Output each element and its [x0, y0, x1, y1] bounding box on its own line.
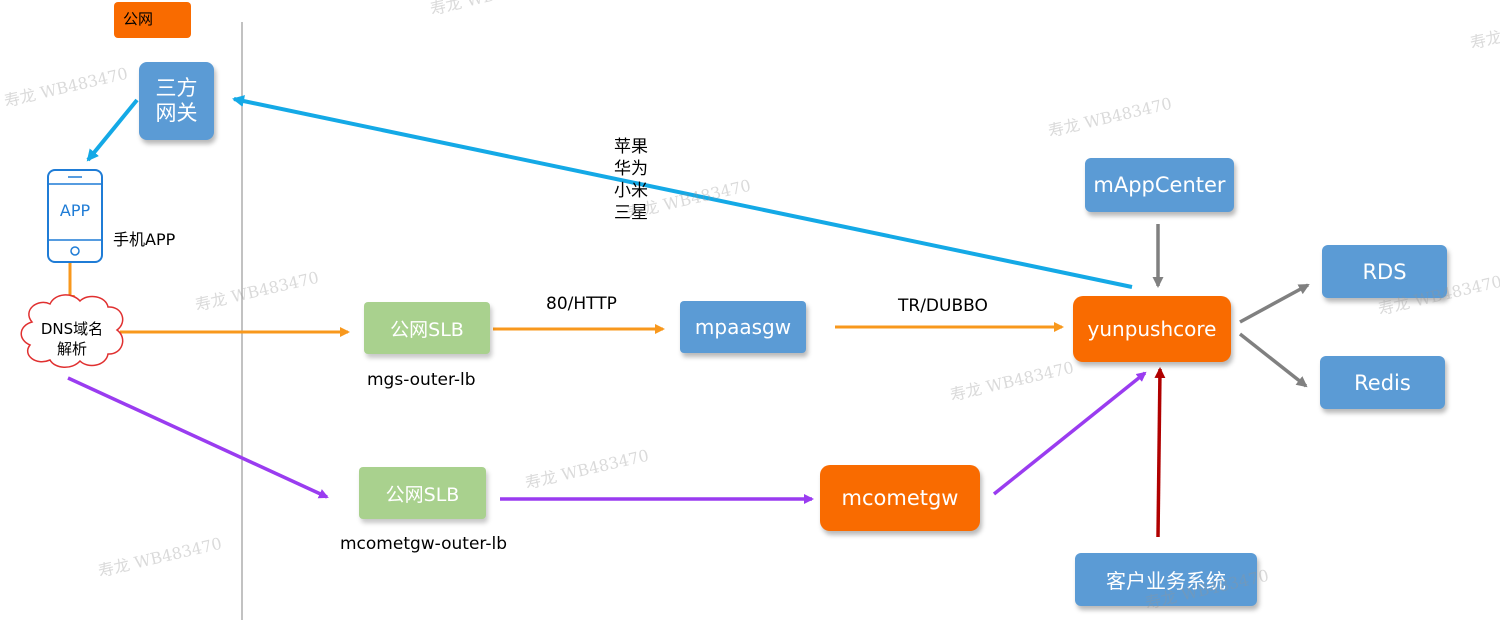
http-edge-label: 80/HTTP [546, 294, 617, 314]
yunpushcore-node[interactable]: yunpushcore [1073, 296, 1231, 362]
push-vendors-label: 苹果 华为 小米 三星 [614, 137, 648, 223]
mpaasgw-label: mpaasgw [694, 315, 792, 339]
arrow-push-to-gateway [232, 95, 1133, 289]
slb-top-caption: mgs-outer-lb [367, 370, 476, 390]
public-network-tag-text: 公网 [123, 10, 154, 28]
customer-business-system-label: 客户业务系统 [1106, 569, 1226, 593]
slb-bottom-node[interactable]: 公网SLB [359, 467, 486, 519]
customer-business-system-node[interactable]: 客户业务系统 [1075, 553, 1257, 606]
mcometgw-label: mcometgw [841, 486, 959, 510]
phone-app-screen-text: APP [59, 201, 91, 220]
dns-resolve-label: DNS域名 解析 [40, 320, 104, 358]
slb-bottom-label: 公网SLB [385, 483, 460, 506]
mappcenter-label: mAppCenter [1093, 173, 1226, 197]
arrow-customer-to-yunpushcore [1154, 367, 1166, 538]
arrow-dns-to-slb-bottom [67, 376, 329, 499]
third-party-gateway-label: 三方 网关 [155, 76, 198, 125]
mpaasgw-node[interactable]: mpaasgw [680, 301, 806, 353]
yunpushcore-label: yunpushcore [1087, 317, 1217, 341]
third-party-gateway-node[interactable]: 三方 网关 [139, 62, 214, 140]
arrow-yunpushcore-to-redis [1238, 332, 1308, 388]
slb-top-node[interactable]: 公网SLB [364, 302, 490, 354]
redis-node[interactable]: Redis [1320, 356, 1445, 409]
phone-outline [47, 169, 103, 263]
arrow-yunpushcore-to-rds [1239, 283, 1310, 324]
slb-bottom-caption: mcometgw-outer-lb [340, 534, 507, 554]
slb-top-label: 公网SLB [390, 318, 464, 341]
phone-app-label: 手机APP [113, 230, 176, 249]
arrow-gateway-to-phone [86, 98, 139, 162]
rds-label: RDS [1362, 259, 1407, 284]
arrow-mcometgw-to-yunpushcore [992, 371, 1147, 496]
mappcenter-node[interactable]: mAppCenter [1085, 158, 1234, 212]
redis-label: Redis [1354, 370, 1411, 395]
rds-node[interactable]: RDS [1322, 245, 1447, 298]
mcometgw-node[interactable]: mcometgw [820, 465, 980, 531]
public-network-tag: 公网 [114, 2, 191, 38]
dubbo-edge-label: TR/DUBBO [898, 296, 988, 316]
dns-cloud-shape [20, 294, 124, 368]
